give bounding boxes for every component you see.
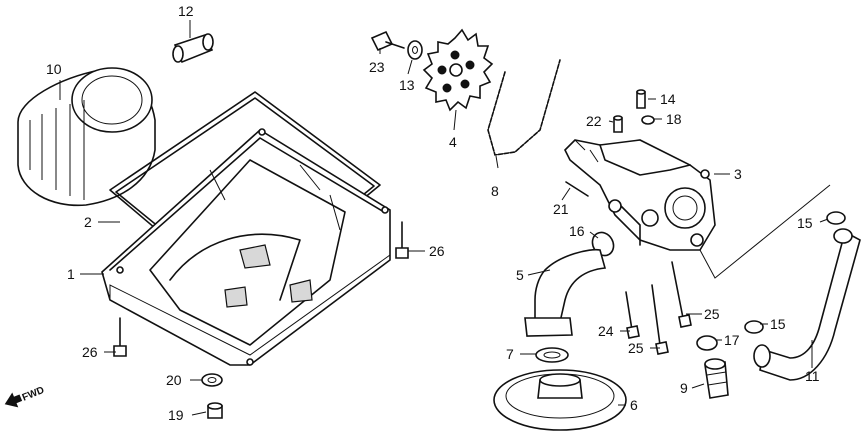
- callout-labels: 10 12 23 13 4 8 14 22 18 3 21 16 15 2 26…: [46, 3, 820, 423]
- bolt-23: [370, 30, 405, 52]
- callout-26-lower: 26: [82, 344, 98, 360]
- bolt-26-upper: [395, 221, 409, 259]
- callout-2: 2: [84, 214, 92, 230]
- callout-8: 8: [491, 183, 499, 199]
- callout-16: 16: [569, 223, 585, 239]
- drain-cap: [172, 33, 214, 64]
- callout-13: 13: [399, 77, 415, 93]
- arrow-left-icon: [4, 392, 23, 408]
- pin-21: [565, 181, 589, 197]
- oil-pan: [101, 128, 391, 366]
- fwd-direction-marker: FWD: [4, 385, 46, 408]
- callout-1: 1: [67, 266, 75, 282]
- callout-21: 21: [553, 201, 569, 217]
- callout-19: 19: [168, 407, 184, 423]
- callout-25-right: 25: [704, 306, 720, 322]
- seal-7: [535, 347, 569, 363]
- drain-bolt-19: [207, 402, 223, 419]
- oil-pipe: [753, 228, 861, 381]
- callout-5: 5: [516, 267, 524, 283]
- o-ring-15-lower: [744, 320, 764, 334]
- washer-13: [407, 40, 423, 60]
- callout-4: 4: [449, 134, 457, 150]
- callout-26-upper: 26: [429, 243, 445, 259]
- leader-lines: [59, 20, 829, 416]
- callout-10: 10: [46, 61, 62, 77]
- bolt-26-lower: [113, 317, 127, 357]
- oil-pump: [564, 139, 716, 251]
- callout-11: 11: [805, 368, 820, 384]
- pipe-routing-line: [699, 184, 831, 279]
- callout-3: 3: [734, 166, 742, 182]
- callout-25-left: 25: [628, 340, 644, 356]
- o-ring-18: [641, 115, 655, 125]
- callout-18: 18: [666, 111, 682, 127]
- callout-15-lower: 15: [770, 316, 786, 332]
- dowel-pin-22: [613, 115, 623, 133]
- callout-20: 20: [166, 372, 182, 388]
- fwd-label: FWD: [21, 385, 46, 404]
- bolt-25-right: [671, 261, 692, 328]
- oil-pump-chain: [487, 59, 561, 156]
- callout-12: 12: [178, 3, 194, 19]
- callout-15-upper: 15: [797, 215, 813, 231]
- o-ring-17: [696, 335, 718, 351]
- oil-filter: [17, 67, 156, 207]
- oil-strainer-pipe: [524, 248, 607, 337]
- callout-22: 22: [586, 113, 602, 129]
- dowel-pin-14: [636, 89, 646, 109]
- callout-24: 24: [598, 323, 614, 339]
- callout-23: 23: [369, 59, 385, 75]
- bolt-24: [625, 291, 640, 339]
- oil-pump-sprocket: [422, 28, 494, 112]
- oil-strainer-screen: [493, 369, 627, 431]
- callout-17: 17: [724, 332, 740, 348]
- bolt-25-long: [651, 284, 669, 355]
- callout-14: 14: [660, 91, 676, 107]
- o-ring-15-upper: [826, 211, 846, 225]
- callout-9: 9: [680, 380, 688, 396]
- relief-valve: [704, 358, 729, 399]
- washer-20: [201, 373, 223, 387]
- callout-7: 7: [506, 346, 514, 362]
- callout-6: 6: [630, 397, 638, 413]
